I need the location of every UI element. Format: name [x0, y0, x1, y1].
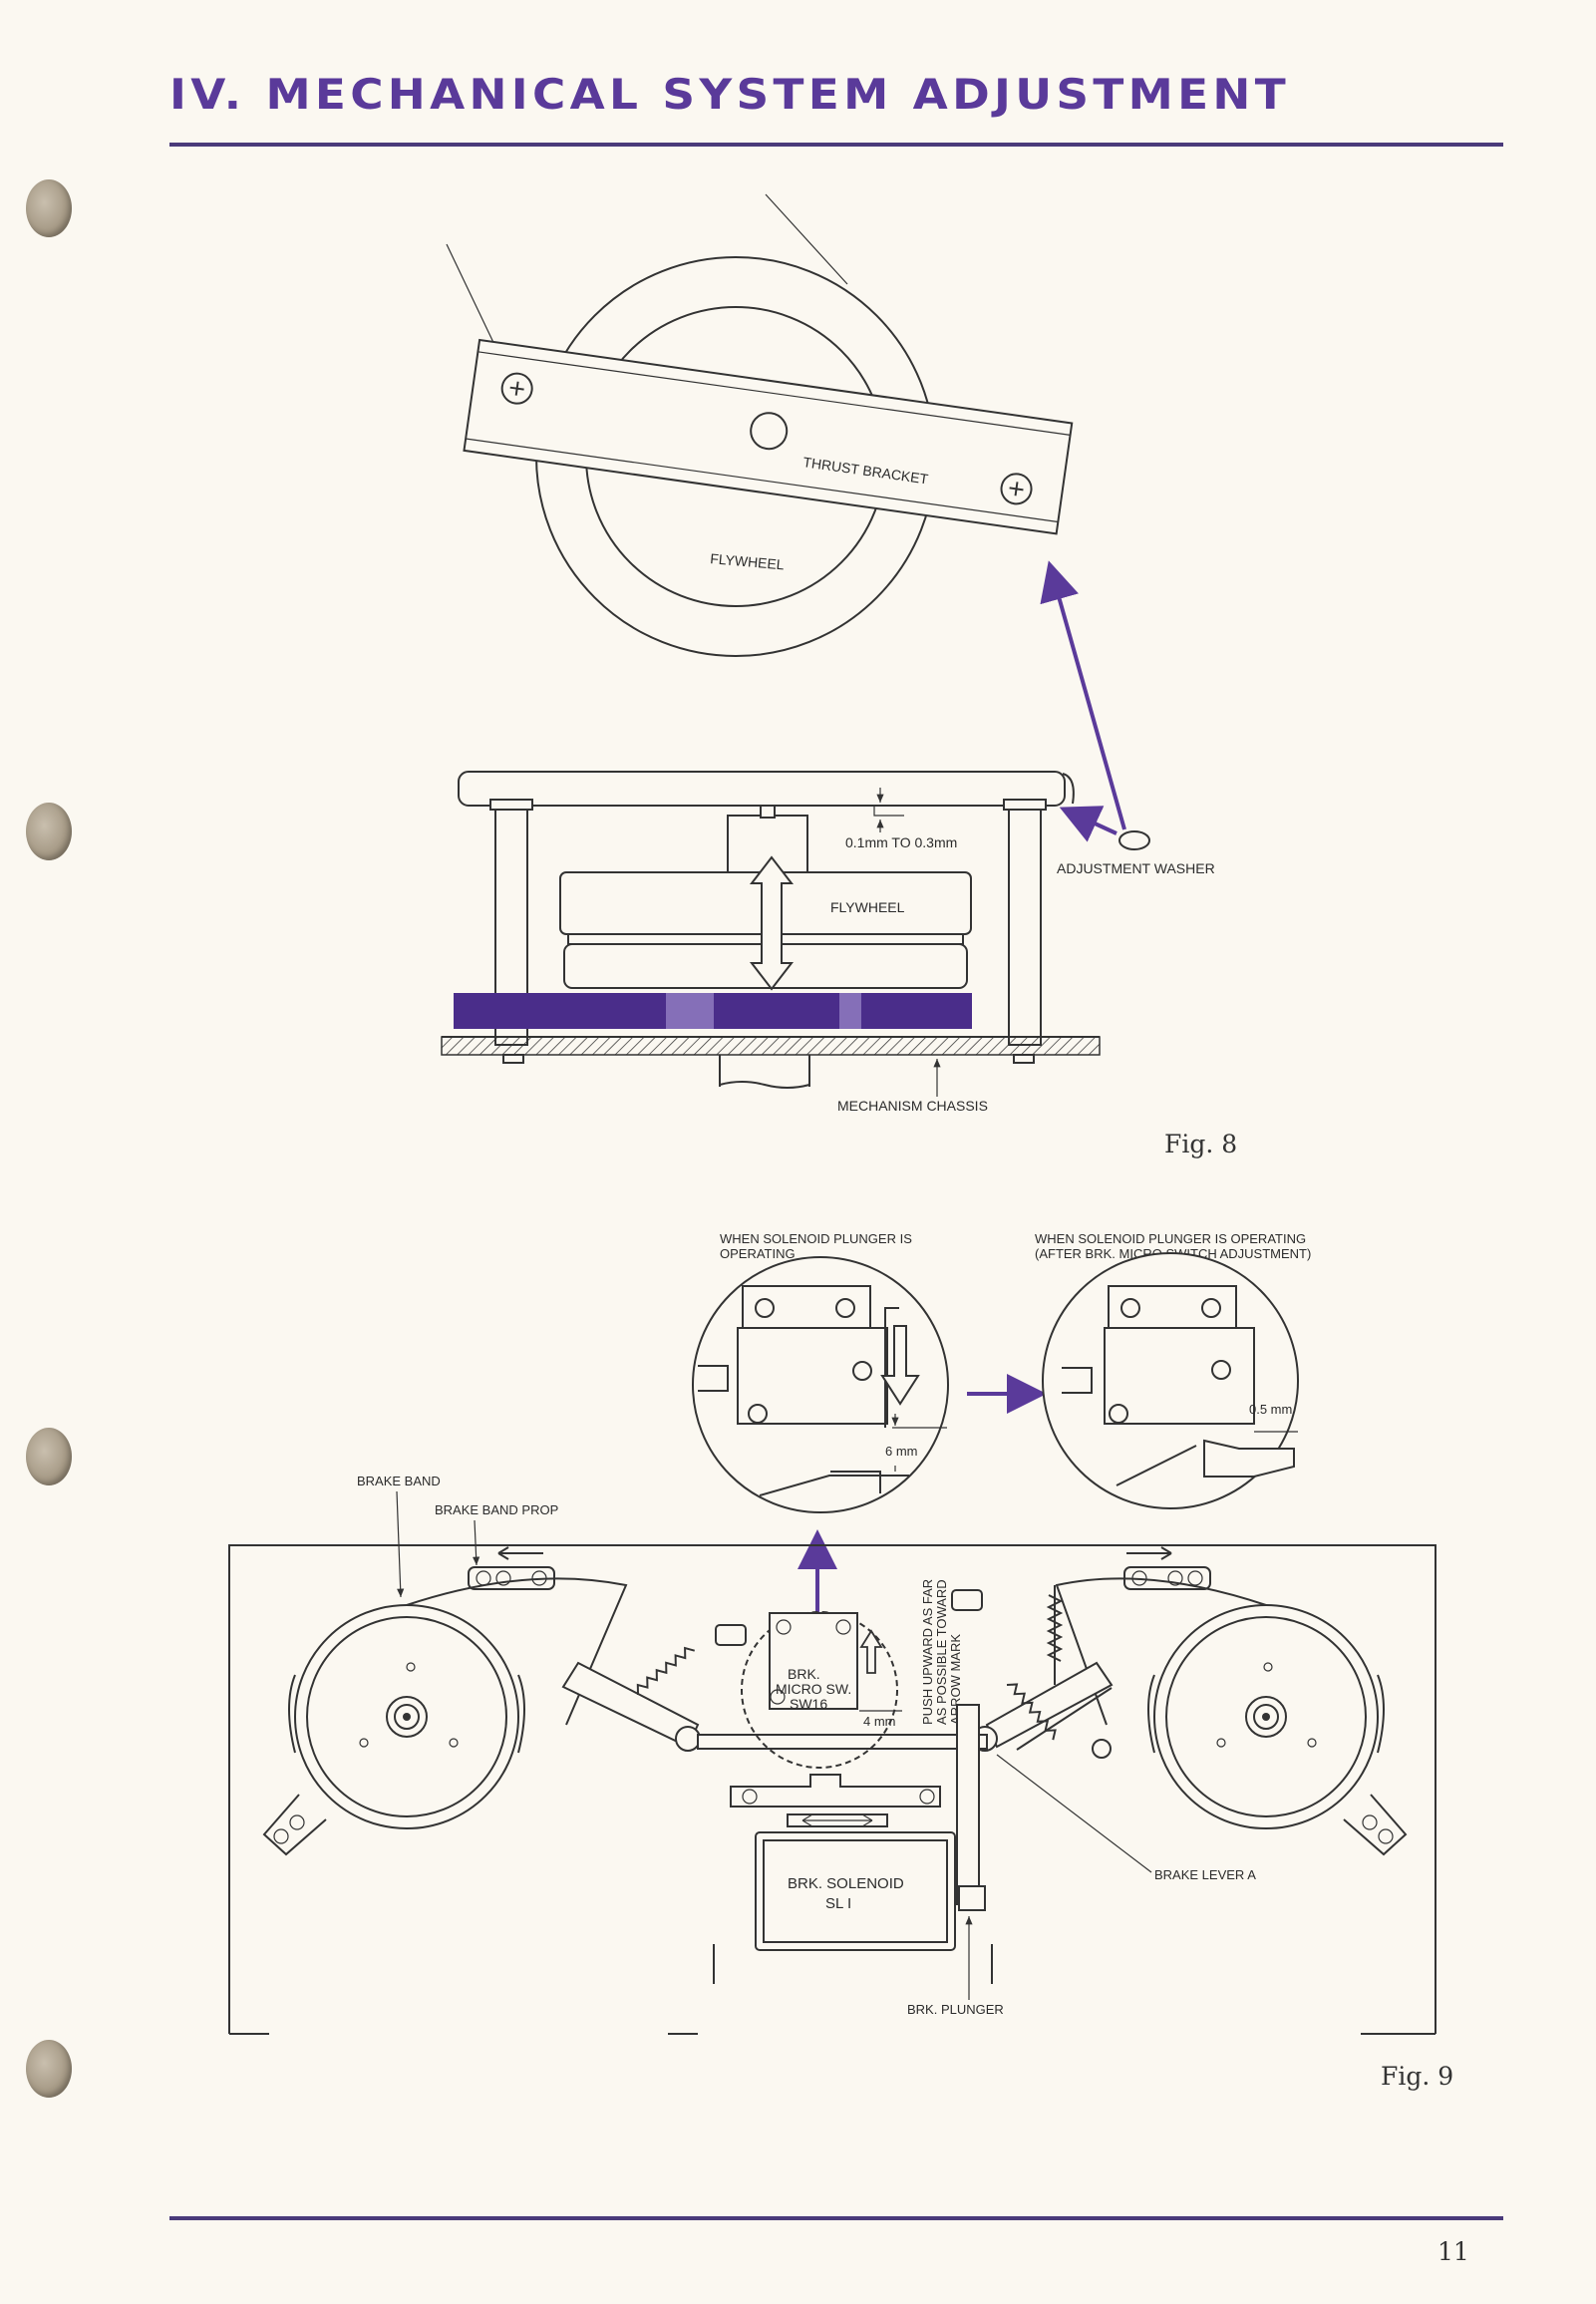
label-brake-band-prop: BRAKE BAND PROP [435, 1502, 558, 1517]
binder-hole [26, 2040, 72, 2098]
label-inset-left-2: OPERATING [720, 1246, 796, 1261]
fig8-top-view: THRUST BRACKET FLYWHEEL [446, 193, 1126, 830]
label-brk-plunger: BRK. PLUNGER [907, 2002, 1004, 2017]
label-mechanism-chassis: MECHANISM CHASSIS [837, 1098, 988, 1114]
inset-left: 6 mm [692, 1256, 949, 1513]
label-inset-right-1: WHEN SOLENOID PLUNGER IS OPERATING [1035, 1231, 1306, 1246]
brake-band-prop-left [468, 1546, 555, 1590]
header-rule [169, 143, 1503, 147]
fig8-caption: Fig. 8 [1164, 1130, 1238, 1158]
page-number: 11 [1437, 2237, 1469, 2266]
label-micro-sw-2: MICRO SW. [776, 1681, 851, 1697]
svg-text:AS POSSIBLE TOWARD: AS POSSIBLE TOWARD [934, 1579, 949, 1725]
label-micro-sw-1: BRK. [788, 1666, 820, 1682]
label-flywheel-side: FLYWHEEL [830, 899, 905, 915]
label-gap-4mm: 4 mm [863, 1714, 896, 1729]
label-inset-left-1: WHEN SOLENOID PLUNGER IS [720, 1231, 912, 1246]
binder-hole [26, 1428, 72, 1485]
label-brake-lever-a: BRAKE LEVER A [1154, 1867, 1256, 1882]
label-gap-6mm: 6 mm [885, 1444, 918, 1459]
label-gap-01-03: 0.1mm TO 0.3mm [845, 834, 957, 850]
thrust-bracket [463, 338, 1074, 535]
fig8-side-view: 0.1mm TO 0.3mm FLYWHEEL MECHANISM CHASSI… [441, 771, 1215, 1114]
micro-switch-inset: BRK. MICRO SW. SW16 4 mm [741, 1611, 912, 1769]
inset-right: 0.5 mm [1042, 1252, 1299, 1509]
binder-hole [26, 803, 72, 860]
label-solenoid-1: BRK. SOLENOID [788, 1875, 904, 1892]
brake-band-prop-right [1123, 1546, 1211, 1590]
push-upward-note: PUSH UPWARD AS FAR AS POSSIBLE TOWARD AR… [920, 1579, 963, 1725]
label-gap-05mm: 0.5 mm [1249, 1402, 1292, 1417]
label-brake-band: BRAKE BAND [357, 1474, 441, 1488]
reel-left [262, 1604, 525, 1856]
reel-right [1147, 1604, 1408, 1856]
label-solenoid-2: SL I [825, 1895, 851, 1912]
footer-rule [169, 2216, 1503, 2220]
brake-solenoid: BRK. SOLENOID SL I [713, 1704, 993, 1984]
label-micro-sw-3: SW16 [790, 1696, 827, 1712]
section-heading: IV. MECHANICAL SYSTEM ADJUSTMENT [169, 70, 1290, 119]
washer-arrow-up [1040, 560, 1126, 830]
fig9-caption: Fig. 9 [1381, 2062, 1454, 2091]
fig9-drawing: WHEN SOLENOID PLUNGER IS OPERATING WHEN … [228, 1231, 1436, 2035]
label-flywheel-top: FLYWHEEL [710, 550, 786, 572]
binder-hole [26, 179, 72, 237]
adjustment-washer [1118, 830, 1150, 850]
svg-text:PUSH UPWARD AS FAR: PUSH UPWARD AS FAR [920, 1579, 935, 1725]
label-adjustment-washer: ADJUSTMENT WASHER [1057, 860, 1215, 876]
svg-text:ARROW MARK: ARROW MARK [948, 1634, 963, 1725]
